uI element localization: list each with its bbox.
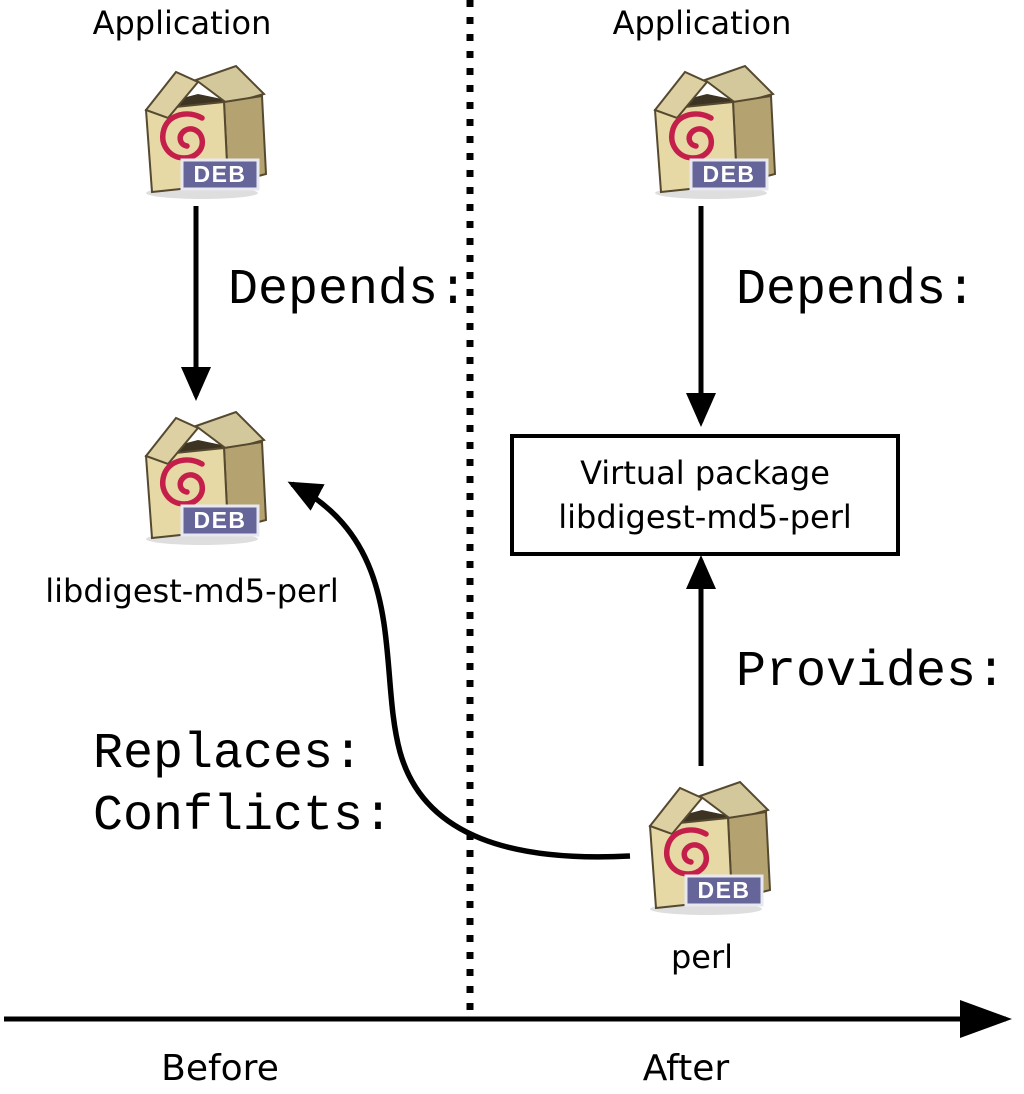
replaces-label: Replaces: [93,726,364,783]
deb-package-icon-application-after [627,56,779,200]
perl-package-label: perl [670,938,734,976]
depends-label-after: Depends: [736,262,977,319]
virtual-package-line2: libdigest-md5-perl [558,498,852,536]
axis-label-before: Before [161,1048,279,1089]
virtual-package-line1: Virtual package [580,453,830,492]
deb-package-icon-perl [622,772,774,916]
virtual-package-box: Virtual package libdigest-md5-perl [510,434,900,556]
depends-label-before: Depends: [228,262,469,319]
axis-label-after: After [642,1048,730,1089]
application-label-after: Application [612,4,792,42]
deb-package-icon-application-before [118,56,270,200]
application-label-before: Application [92,4,272,42]
replaces-conflicts-arrow [287,481,631,860]
conflicts-label: Conflicts: [93,788,394,845]
provides-label: Provides: [736,644,1007,701]
libdigest-package-label: libdigest-md5-perl [45,572,339,610]
deb-package-icon-libdigest [118,402,270,546]
